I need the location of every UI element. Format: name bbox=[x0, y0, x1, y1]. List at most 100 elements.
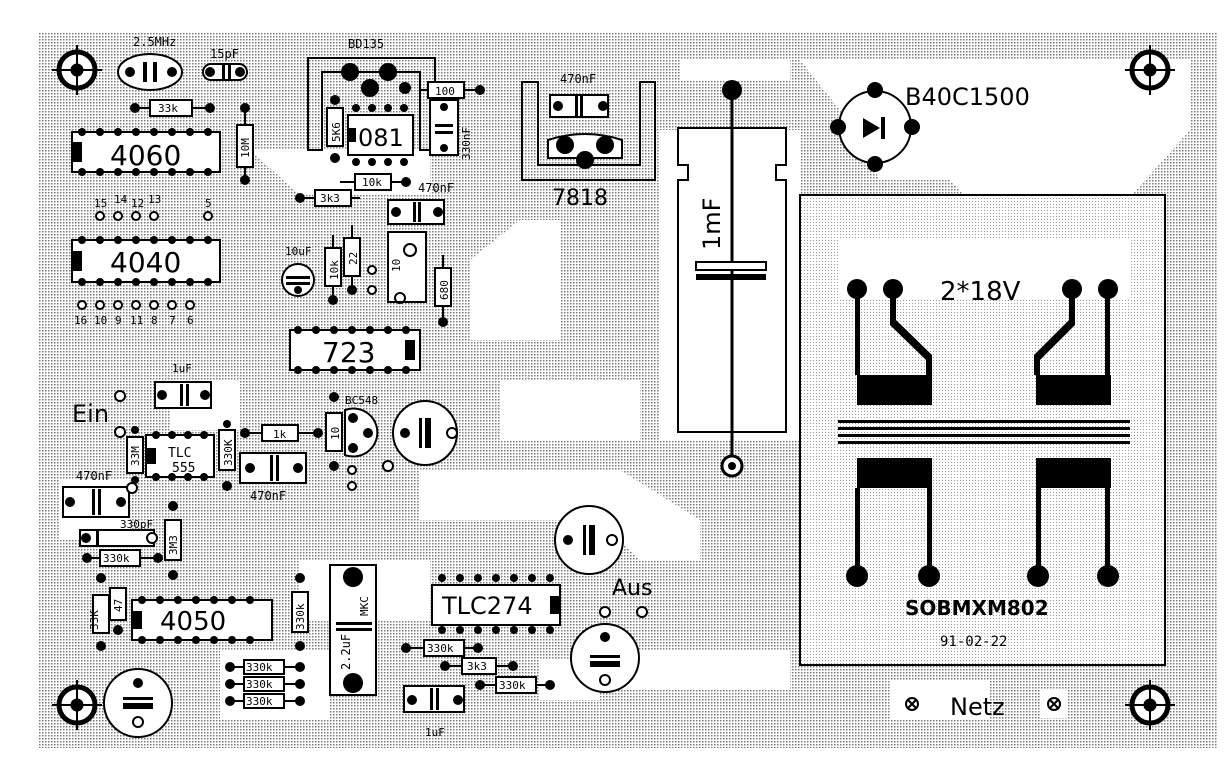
r1k-label: 1k bbox=[273, 428, 287, 441]
trimmer bbox=[387, 231, 427, 304]
elcap-round bbox=[570, 623, 640, 693]
ic-723-label: 723 bbox=[322, 336, 375, 369]
resistor-330k-v bbox=[291, 573, 309, 651]
ein-label: Ein bbox=[72, 400, 109, 428]
resistor-3k3-b bbox=[440, 657, 518, 675]
ic-555-label: 555 bbox=[172, 461, 195, 476]
c1mf-label: 1mF bbox=[698, 198, 726, 250]
ic-4060-label: 4060 bbox=[110, 139, 181, 172]
cap-330pf bbox=[79, 529, 158, 547]
mkc-label: MKC bbox=[358, 596, 371, 616]
resistor-680 bbox=[434, 255, 452, 327]
reg-7818-label: 7818 bbox=[552, 186, 608, 211]
resistor-33m bbox=[126, 426, 144, 484]
pin-label: 11 bbox=[130, 314, 143, 327]
resistor-330k-e bbox=[401, 639, 483, 657]
r10k-label: 10k bbox=[362, 176, 382, 189]
mounting-hole-icon bbox=[1125, 45, 1175, 95]
c330p-label: 330pF bbox=[120, 518, 153, 531]
r3m3-label: 3M3 bbox=[167, 535, 180, 555]
r330k-d-label: 330k bbox=[246, 695, 273, 708]
cap-15pf-label: 15pF bbox=[210, 47, 239, 61]
cap-1uf-b bbox=[403, 685, 465, 713]
r22-label: 22 bbox=[347, 252, 360, 265]
r10-v-label: 10 bbox=[329, 427, 342, 440]
c470n-top-label: 470nF bbox=[560, 72, 596, 86]
pin-label: 14 bbox=[114, 193, 128, 206]
elcap-round bbox=[392, 400, 458, 466]
ic-081-label: 081 bbox=[358, 124, 404, 152]
resistor-33k bbox=[130, 99, 215, 117]
aus-label: Aus bbox=[612, 576, 652, 601]
transformer-date: 91-02-22 bbox=[940, 634, 1007, 650]
resistor-5k6 bbox=[326, 95, 344, 163]
pin-labels-4060: 15 14 12 13 5 bbox=[94, 193, 212, 210]
resistor-1k bbox=[240, 424, 323, 442]
cap-15pf bbox=[202, 63, 248, 81]
ic-tlc274-label: TLC274 bbox=[441, 592, 533, 620]
ic-tlc555 bbox=[145, 431, 215, 481]
mounting-holes bbox=[52, 45, 1175, 730]
cap-1uf bbox=[154, 381, 212, 409]
r47-label: 47 bbox=[112, 599, 125, 612]
cap-470nf-low bbox=[239, 452, 307, 484]
ic-4040-label: 4040 bbox=[110, 246, 181, 279]
c1u-label: 1uF bbox=[172, 362, 192, 375]
cap-330nf bbox=[429, 99, 459, 156]
bridge-label: B40C1500 bbox=[905, 83, 1030, 111]
mounting-hole-icon bbox=[52, 45, 102, 95]
mounting-hole-icon bbox=[1125, 680, 1175, 730]
resistor-330k bbox=[218, 420, 236, 491]
resistor-100 bbox=[420, 81, 485, 99]
r330k-555-label: 330K bbox=[222, 439, 235, 466]
pad-row bbox=[114, 390, 126, 438]
pin-label: 15 bbox=[94, 197, 107, 210]
cap-2u2-mkc bbox=[329, 564, 377, 696]
pin-label: 13 bbox=[148, 193, 161, 206]
r3k3-b-label: 3k3 bbox=[467, 660, 487, 673]
resistor-330k-a bbox=[82, 549, 163, 567]
resistor-22 bbox=[343, 225, 361, 295]
c10u-label: 10uF bbox=[285, 245, 312, 258]
c470n-low-label: 470nF bbox=[250, 489, 286, 503]
pad-row bbox=[599, 606, 648, 618]
resistor-10k-v bbox=[324, 235, 342, 305]
r33k-v-label: 33K bbox=[88, 610, 101, 630]
r100-label: 100 bbox=[435, 85, 455, 98]
ic-4060 bbox=[71, 128, 221, 176]
crystal bbox=[117, 53, 183, 91]
pad-row bbox=[367, 265, 377, 295]
pin-label: 16 bbox=[74, 314, 87, 327]
netz-terminals bbox=[898, 690, 1068, 718]
r680-label: 680 bbox=[438, 280, 451, 300]
resistor-10m bbox=[236, 103, 254, 185]
resistor-10-v bbox=[325, 392, 343, 471]
r10k-v-label: 10k bbox=[328, 260, 341, 280]
reg-7818 bbox=[521, 81, 656, 181]
r330k-b-label: 330k bbox=[246, 661, 273, 674]
ic-4040 bbox=[71, 236, 221, 286]
r10m-label: 10M bbox=[239, 138, 252, 158]
r330k-v-label: 330k bbox=[294, 603, 307, 630]
ic-tlc-label: TLC bbox=[168, 446, 191, 461]
pin-label: 7 bbox=[169, 314, 176, 327]
resistor-330k-f bbox=[475, 676, 555, 694]
mounting-hole-icon bbox=[52, 680, 102, 730]
pin-label: 8 bbox=[151, 314, 158, 327]
r33k-label: 33k bbox=[158, 102, 178, 115]
resistor-47 bbox=[109, 587, 127, 635]
resistor-10k bbox=[340, 173, 411, 191]
r10-label: 10 bbox=[390, 259, 403, 272]
netz-label: Netz bbox=[950, 693, 1005, 721]
crystal-label: 2.5MHz bbox=[133, 35, 176, 49]
resistor-3k3 bbox=[295, 189, 360, 207]
elcap-round bbox=[554, 505, 624, 575]
bridge-rectifier bbox=[830, 82, 920, 172]
r330k-c-label: 330k bbox=[246, 678, 273, 691]
pad-row bbox=[95, 211, 213, 221]
pin-label: 5 bbox=[205, 197, 212, 210]
pin-label: 10 bbox=[94, 314, 107, 327]
transistor-bc548 bbox=[344, 407, 379, 458]
